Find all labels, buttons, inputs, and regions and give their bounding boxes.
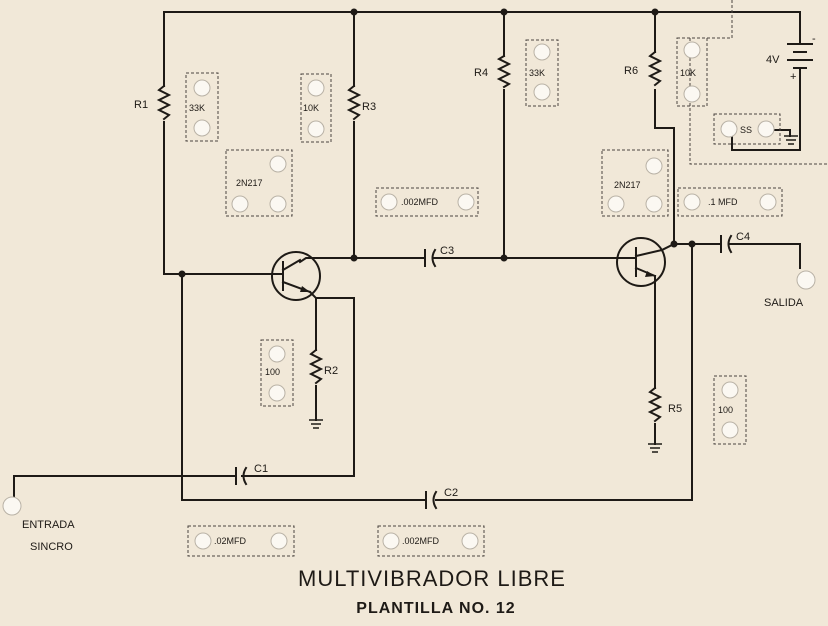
board-subtitle: PLANTILLA NO. 12	[356, 600, 515, 617]
svg-text:10K: 10K	[303, 103, 319, 113]
svg-text:.002MFD: .002MFD	[401, 197, 439, 207]
svg-text:.02MFD: .02MFD	[214, 536, 247, 546]
pad-c4: .1 MFD	[677, 187, 783, 217]
svg-text:ENTRADA: ENTRADA	[22, 519, 75, 531]
svg-text:10K: 10K	[680, 68, 696, 78]
svg-text:R4: R4	[474, 67, 488, 79]
svg-text:SINCRO: SINCRO	[30, 541, 73, 553]
svg-text:100: 100	[265, 367, 280, 377]
svg-text:C2: C2	[444, 487, 458, 499]
resistor-r6: R6	[624, 50, 663, 87]
svg-text:33K: 33K	[529, 68, 545, 78]
capacitor-c2: C2	[425, 487, 458, 510]
resistor-r2: R2	[308, 348, 338, 385]
pad-r2: 100	[260, 339, 294, 407]
pad-switch: SS	[713, 113, 781, 145]
resistor-r1: R1	[134, 84, 172, 121]
svg-text:2N217: 2N217	[614, 180, 641, 190]
svg-text:R2: R2	[324, 365, 338, 377]
svg-text:R5: R5	[668, 403, 682, 415]
svg-text:R1: R1	[134, 99, 148, 111]
pad-r3: 10K	[300, 73, 332, 143]
svg-text:C3: C3	[440, 245, 454, 257]
svg-text:-: -	[812, 33, 816, 45]
svg-text:R3: R3	[362, 101, 376, 113]
svg-text:100: 100	[718, 405, 733, 415]
capacitor-c3: C3	[424, 245, 454, 268]
svg-text:SALIDA: SALIDA	[764, 297, 804, 309]
svg-text:2N217: 2N217	[236, 178, 263, 188]
pad-q1: 2N217	[225, 149, 293, 217]
ground-icon	[309, 419, 323, 429]
pad-r4: 33K	[525, 39, 559, 107]
svg-text:SS: SS	[740, 125, 752, 135]
capacitor-c4: C4	[720, 231, 750, 254]
pad-c1: .02MFD	[187, 525, 295, 557]
pad-c3: .002MFD	[375, 187, 479, 217]
pad-c2: .002MFD	[377, 525, 485, 557]
svg-text:+: +	[790, 71, 796, 83]
resistor-r5: R5	[647, 386, 682, 423]
pad-r6: 10K	[676, 37, 708, 107]
svg-text:C1: C1	[254, 463, 268, 475]
svg-text:.1 MFD: .1 MFD	[708, 197, 738, 207]
svg-text:C4: C4	[736, 231, 750, 243]
svg-text:4V: 4V	[766, 54, 780, 66]
junction-dots	[178, 8, 696, 278]
resistor-r4: R4	[474, 54, 512, 89]
svg-text:.002MFD: .002MFD	[402, 536, 440, 546]
svg-text:R6: R6	[624, 65, 638, 77]
pad-r5: 100	[713, 375, 747, 445]
wiring	[13, 11, 801, 501]
capacitor-c1: C1	[235, 463, 268, 486]
pad-q2: 2N217	[601, 149, 669, 217]
transistor-q2	[616, 237, 666, 287]
battery-area: 4V + -	[689, 0, 828, 165]
svg-text:33K: 33K	[189, 103, 205, 113]
ground-icon	[648, 443, 662, 453]
output-terminal: SALIDA	[764, 270, 816, 309]
transistor-q1	[271, 251, 321, 301]
resistor-r3: R3	[346, 84, 376, 121]
pad-r1: 33K	[185, 72, 219, 142]
input-terminal: ENTRADA SINCRO	[2, 496, 75, 553]
board-title: MULTIVIBRADOR LIBRE	[298, 566, 566, 591]
